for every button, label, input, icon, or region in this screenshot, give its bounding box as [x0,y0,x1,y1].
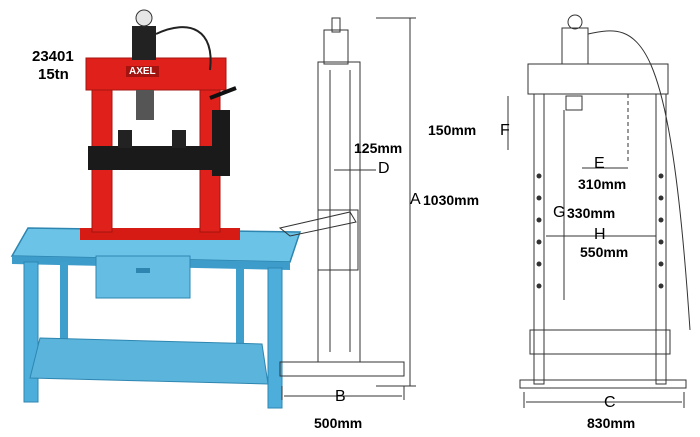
product-code: 23401 [32,48,74,65]
dim-b-value: 500mm [314,415,363,431]
dim-c-value: 830mm [587,415,636,431]
workbench-leg [267,267,283,409]
dim-e-value: 310mm [578,176,627,192]
dim-d-value: 125mm [354,140,403,156]
hand-pump [212,110,230,176]
pressure-gauge-icon [135,9,153,27]
press-ram [136,90,154,120]
front-view-drawing [507,14,691,408]
dim-b-letter: B [335,388,346,405]
dim-h-letter: H [594,226,606,243]
dim-g-value: 330mm [567,205,616,221]
workbench-leg [23,261,39,403]
workbench-drawer [95,255,191,299]
dim-c-letter: C [604,394,616,411]
dim-h-value: 550mm [580,244,629,260]
brand-logo: AXEL [126,66,159,77]
product-capacity: 15tn [38,66,69,83]
workbench-leg [236,268,244,363]
dim-a-letter: A [410,191,421,208]
dim-e-letter: E [594,155,605,172]
press-cylinder [132,26,156,60]
dim-a-value: 1030mm [423,192,480,208]
dim-f-letter: F [500,122,510,139]
dim-g-letter: G [553,204,566,221]
press-bolster [88,146,228,170]
dim-f-value: 150mm [428,122,477,138]
side-view-drawing [278,17,416,400]
dim-d-letter: D [378,160,390,177]
front-view-holes [536,173,664,289]
workbench-leg [60,262,68,357]
workbench-shelf [29,337,269,385]
